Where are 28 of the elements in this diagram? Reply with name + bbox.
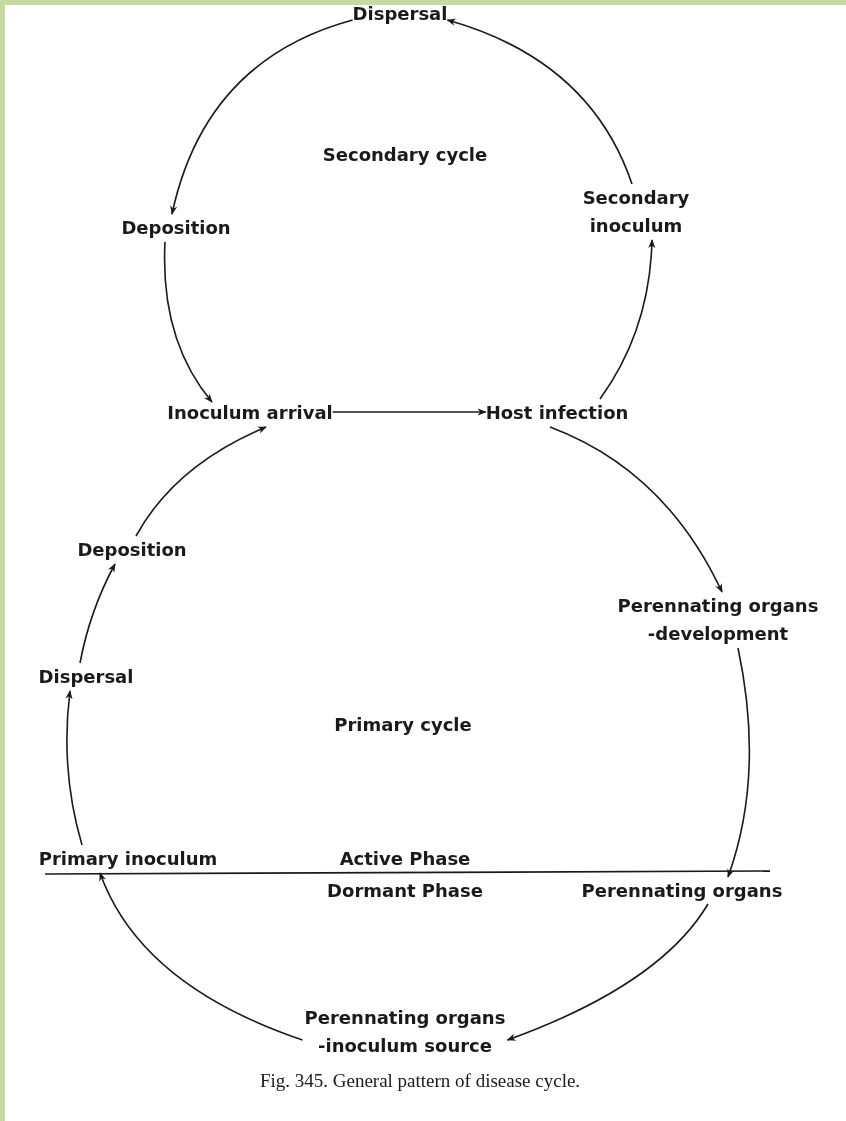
stage-label: Dispersal: [352, 0, 448, 28]
stage-label: Deposition: [121, 214, 231, 242]
arrow: [727, 647, 751, 878]
stage-label: Inoculum arrival: [167, 399, 333, 427]
stage-label: Dispersal: [38, 663, 134, 691]
stage-label: Perennating organs -inoculum source: [302, 1004, 508, 1060]
arrow: [65, 690, 83, 846]
arrow: [163, 241, 213, 403]
arrow: [506, 903, 709, 1041]
cycle-label: Secondary cycle: [322, 143, 488, 167]
arrow: [446, 19, 633, 185]
stage-label: Secondary inoculum: [561, 184, 711, 240]
cycle-label: Primary cycle: [334, 713, 472, 737]
figure-caption: Fig. 345. General pattern of disease cycle.: [259, 1069, 581, 1093]
stage-label: Primary inoculum: [38, 845, 218, 873]
stage-label: Perennating organs -development: [615, 592, 821, 648]
arrow: [79, 563, 116, 664]
arrow: [599, 239, 656, 400]
arrow: [99, 872, 304, 1041]
arrow: [549, 426, 723, 593]
arrow: [170, 19, 354, 215]
phase-label: Dormant Phase: [327, 879, 483, 903]
stage-label: Host infection: [485, 399, 629, 427]
arrow: [135, 426, 267, 537]
phase-label: Active Phase: [339, 847, 471, 871]
stage-label: Perennating organs: [581, 877, 783, 905]
stage-label: Deposition: [77, 536, 187, 564]
arrow: [331, 408, 487, 416]
